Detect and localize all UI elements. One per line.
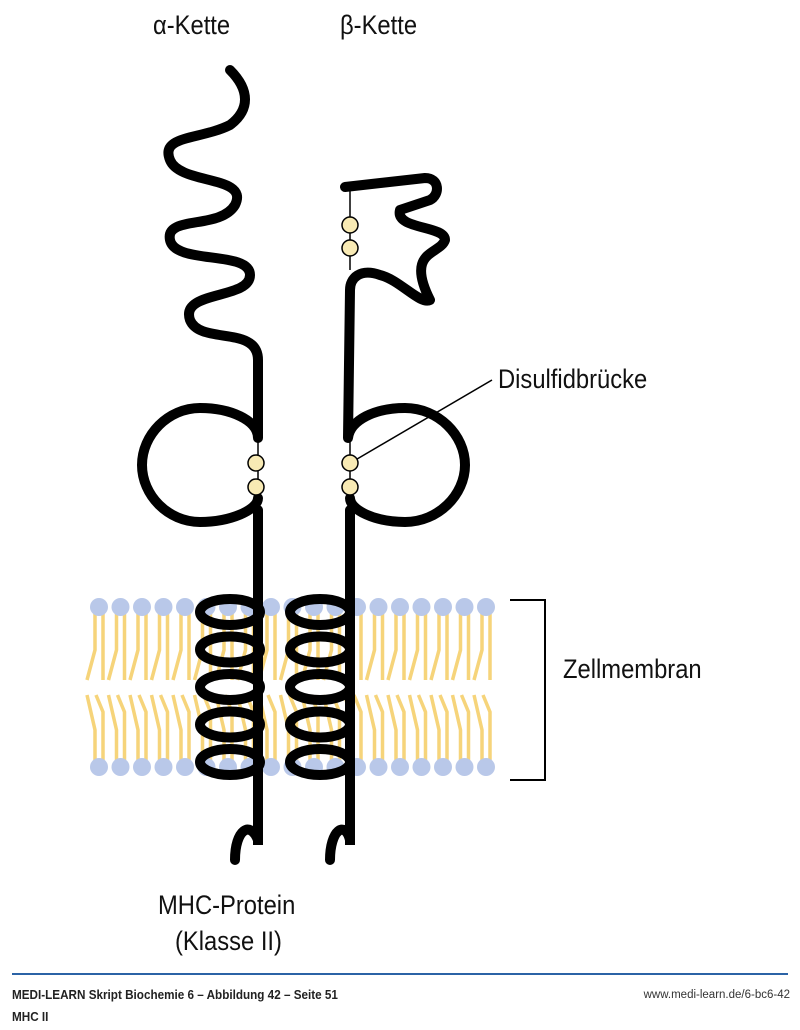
- footer-url[interactable]: www.medi-learn.de/6-bc6-42: [643, 989, 790, 1001]
- disulfide-bond-dot: [341, 478, 359, 496]
- alpha-chain-label: α-Kette: [153, 10, 231, 40]
- lipid: [128, 598, 151, 776]
- membrane-label: Zellmembran: [563, 654, 702, 684]
- disulfide-bond-dot: [247, 454, 265, 472]
- lipid: [450, 598, 474, 776]
- disulfide-label: Disulfidbrücke: [498, 364, 648, 394]
- lipid: [472, 598, 495, 776]
- figure-title: MHC II: [12, 1009, 49, 1024]
- footer-source: MEDI-LEARN Skript Biochemie 6 – Abbildun…: [12, 987, 338, 1002]
- lipid: [106, 598, 130, 776]
- beta-chain-label: β-Kette: [340, 10, 418, 40]
- lipid: [407, 598, 431, 776]
- beta-chain: [340, 173, 470, 527]
- disulfide-bond-dot: [341, 454, 359, 472]
- disulfide-links: [257, 187, 493, 510]
- transmembrane-helices: [195, 594, 355, 845]
- helix-coil: [285, 669, 355, 705]
- disulfide-bonds: [247, 216, 359, 496]
- protein-label-line2: (Klasse II): [175, 926, 282, 956]
- lipid: [429, 598, 452, 776]
- lipid: [364, 598, 388, 776]
- lipid: [171, 598, 194, 776]
- alpha-chain: [137, 65, 263, 527]
- lipid: [386, 598, 409, 776]
- footer-divider: [12, 973, 788, 975]
- lipid: [85, 598, 108, 776]
- disulfide-bond-dot: [341, 216, 359, 234]
- disulfide-bond-dot: [247, 478, 265, 496]
- protein-label-line1: MHC-Protein: [158, 890, 296, 920]
- membrane-bracket: [510, 599, 546, 781]
- lipid: [149, 598, 173, 776]
- helix-coil: [195, 669, 265, 705]
- disulfide-bond-dot: [341, 239, 359, 257]
